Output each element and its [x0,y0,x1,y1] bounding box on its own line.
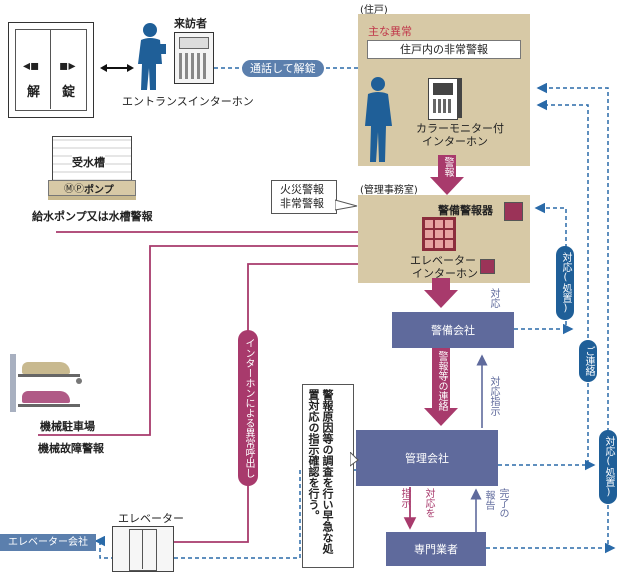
alarm-arrow: 警報 [430,155,464,197]
office-box: 警備警報器 エレベーター インターホン [358,195,530,283]
residence-alarm-box: 住戸内の非常警報 [367,40,521,59]
parking-alarm-label: 機械故障警報 [38,442,104,455]
office-security-arrow [424,278,458,310]
water-tank: 受水槽 ポンプ ⓂⓅ [48,136,138,206]
instruct-label-2: 指示 [399,488,410,508]
management-company-label: 管理会社 [405,452,449,465]
callout-line-2: 非常警報 [280,197,324,210]
response-pill-1: 対応(処置) [556,246,574,320]
alarm-arrow-label: 警報 [442,157,453,177]
water-alarm-label: 給水ポンプ又は水槽警報 [32,210,153,223]
callout-line-1: 火災警報 [280,183,324,196]
unlock-pill: 通話して解錠 [242,60,324,77]
door-visitor-arrow [100,64,134,72]
elevator-label: エレベーター [118,512,184,525]
management-company-box: 管理会社 [356,430,498,486]
alarm-contact-arrow: 警報等の連絡 [424,348,458,428]
parking-alarm-line [38,239,384,436]
residence-box: 主な異常 住戸内の非常警報 カラーモニター付 インターホン [358,14,530,166]
visitor-icon [138,23,166,90]
note-text: 警報原因等の調査を行い早急な処置対応の指示確認を行う。 [307,389,334,554]
resident-icon [365,77,392,162]
entrance-label: エントランスインターホン [122,95,254,108]
security-company-box: 警備会社 [392,312,514,348]
elevator-icon [112,526,174,572]
security-alarm-label: 警備警報器 [438,204,493,217]
elevator-alarm-square [480,259,495,274]
fire-callout: 火災警報 非常警報 [271,180,337,214]
monitor-intercom-icon [428,78,458,120]
door-left-label: 解 [27,85,41,100]
elev-intercom-label-2: インターホン [412,267,478,280]
elevator-intercom-icon [422,217,456,251]
parking-icon [10,354,82,412]
door-right-label: 錠 [62,85,76,100]
instruct-label-1: 対応を [423,488,434,518]
monitor-label-2: インターホン [422,135,488,148]
monitor-label-1: カラーモニター付 [416,122,504,135]
security-alarm-square [504,202,523,221]
contractor-box: 専門業者 [386,532,486,566]
note-box: 警報原因等の調査を行い早急な処置対応の指示確認を行う。 [302,384,354,568]
report-label-2: 報告 [483,490,494,510]
response-instruction-label: 対応指示 [488,376,499,416]
report-label-1: 完了の [497,488,508,518]
security-company-label: 警備会社 [431,324,475,337]
visitor-label: 来訪者 [174,17,207,30]
office-header: (管理事務室) [360,185,418,196]
tank-label: 受水槽 [72,154,105,170]
alarm-contact-label: 警報等の連絡 [436,351,447,411]
pump-icon: ⓂⓅ [64,184,84,195]
elev-intercom-label-1: エレベーター [410,254,476,267]
contractor-label: 専門業者 [414,543,458,556]
arrow-right-icon: ▪▸ [59,58,76,74]
intercom-call-pill: インターホンによる異常呼出し [238,330,258,486]
residence-header: (住戸) [360,5,388,16]
entrance-intercom-icon [174,32,214,84]
elevator-company-pill: エレベーター会社 [0,534,96,551]
door: ◂▪ ▪▸ 解 錠 [8,22,94,118]
pump-label: ポンプ [84,185,114,196]
response-label: 対応 [488,288,499,308]
contact-pill: ご連絡 [579,340,597,382]
residence-title: 主な異常 [368,25,412,38]
response-pill-2: 対応(処置) [599,430,617,504]
arrow-left-icon: ◂▪ [23,58,40,74]
parking-label: 機械駐車場 [40,420,95,433]
